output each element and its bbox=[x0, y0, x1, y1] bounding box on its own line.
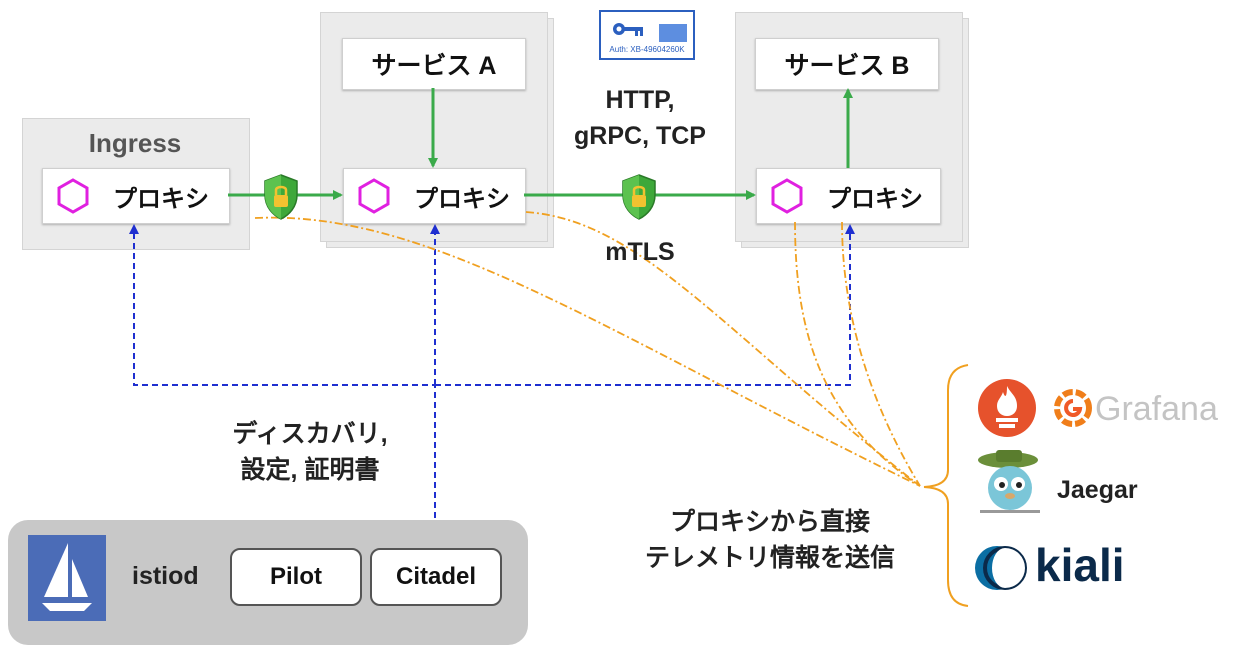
certificate-icon: Auth: XB-49604260K bbox=[599, 10, 695, 60]
shield-lock-icon bbox=[264, 174, 298, 220]
proxy-hexagon-icon bbox=[57, 178, 89, 214]
service-b-proxy-label: プロキシ bbox=[827, 185, 923, 213]
discovery-label-line2: 設定, 証明書 bbox=[240, 456, 380, 484]
pilot-component: Pilot bbox=[230, 548, 362, 606]
protocol-label-line1: HTTP, bbox=[605, 86, 675, 114]
tools-brace bbox=[923, 364, 969, 607]
protocol-label-line2: gRPC, TCP bbox=[574, 122, 706, 150]
ingress-proxy-label: プロキシ bbox=[113, 185, 209, 213]
control-line-service-b bbox=[435, 224, 855, 386]
telemetry-line-service-a bbox=[525, 211, 921, 487]
telemetry-line-ingress bbox=[254, 216, 921, 487]
istio-logo bbox=[28, 535, 106, 621]
service-a-label: サービス A bbox=[371, 52, 497, 80]
shield-lock-icon bbox=[622, 174, 656, 220]
service-a-proxy-box: プロキシ bbox=[343, 168, 526, 224]
citadel-component: Citadel bbox=[370, 548, 502, 606]
prometheus-icon bbox=[978, 379, 1036, 437]
key-icon bbox=[613, 23, 643, 36]
proxy-hexagon-icon bbox=[771, 178, 803, 214]
grafana-label: Grafana bbox=[1095, 390, 1218, 428]
ingress-title: Ingress bbox=[88, 128, 182, 158]
kiali-label: kiali bbox=[1035, 539, 1125, 591]
discovery-label-line1: ディスカバリ, bbox=[232, 420, 388, 448]
mtls-label: mTLS bbox=[605, 238, 675, 266]
istio-sail-icon bbox=[42, 543, 92, 611]
service-a-proxy-label: プロキシ bbox=[414, 185, 510, 213]
telemetry-line-service-b-1 bbox=[794, 221, 921, 487]
telemetry-label-line1: プロキシから直接 bbox=[669, 508, 870, 536]
telemetry-line-service-b-2 bbox=[841, 221, 921, 487]
proxy-hexagon-icon bbox=[358, 178, 390, 214]
kiali-icon bbox=[975, 546, 1027, 590]
cert-seal bbox=[659, 24, 687, 42]
service-b-label: サービス B bbox=[784, 52, 910, 80]
control-line-main bbox=[129, 224, 436, 518]
service-b-box: サービス B bbox=[755, 38, 939, 90]
ingress-proxy-box: プロキシ bbox=[42, 168, 230, 224]
istiod-label: istiod bbox=[132, 562, 199, 590]
telemetry-label-line2: テレメトリ情報を送信 bbox=[644, 544, 895, 572]
jaeger-gopher-icon bbox=[978, 450, 1040, 513]
service-b-proxy-box: プロキシ bbox=[756, 168, 941, 224]
cert-text: Auth: XB-49604260K bbox=[609, 45, 685, 54]
grafana-icon bbox=[1054, 389, 1092, 427]
service-a-box: サービス A bbox=[342, 38, 526, 90]
jaeger-label: Jaegar bbox=[1057, 476, 1138, 504]
